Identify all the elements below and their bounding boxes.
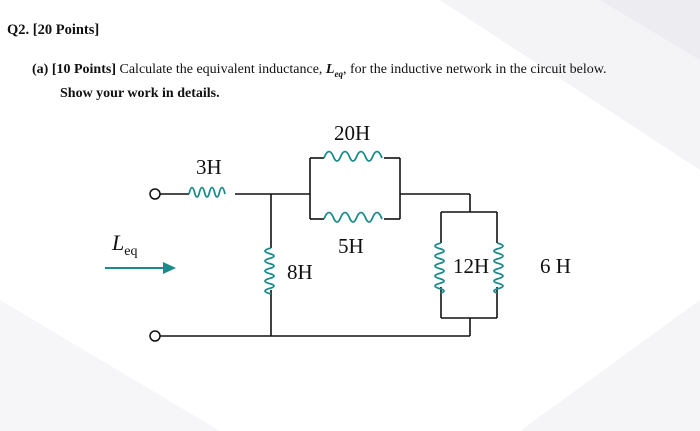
- terminal-top: [149, 188, 161, 200]
- inductor-20h-coil: [323, 150, 383, 162]
- circuit-wires: [160, 157, 498, 337]
- inductor-5h-coil: [323, 211, 383, 223]
- label-6h: 6 H: [540, 254, 571, 278]
- question-instruction: Show your work in details.: [60, 85, 220, 101]
- inductor-3h-coil: [188, 186, 226, 198]
- variable-symbol: L: [325, 62, 335, 77]
- inductor-8h-coil: [264, 247, 275, 295]
- question-title: Q2. [20 Points]: [7, 22, 100, 38]
- inductor-12h-coil: [434, 242, 445, 294]
- inductor-6h-coil: [493, 242, 504, 294]
- part-label: (a): [32, 62, 49, 77]
- label-8h: 8H: [287, 260, 313, 284]
- terminal-bottom: [149, 330, 161, 342]
- label-leq: Leq: [111, 230, 137, 259]
- leq-symbol: L: [111, 230, 124, 255]
- label-3h: 3H: [196, 155, 222, 179]
- leq-arrow: [105, 262, 176, 274]
- question-text-before: Calculate the equivalent inductance,: [119, 62, 326, 77]
- label-5h: 5H: [338, 234, 364, 258]
- label-20h: 20H: [334, 121, 370, 145]
- question-part-a: (a) [10 Points] Calculate the equivalent…: [32, 60, 687, 103]
- label-12h: 12H: [453, 254, 489, 278]
- leq-subscript: eq: [124, 244, 137, 259]
- variable-subscript: eq: [334, 68, 343, 79]
- part-points: [10 Points]: [51, 62, 116, 77]
- question-text-after: , for the inductive network in the circu…: [342, 62, 607, 77]
